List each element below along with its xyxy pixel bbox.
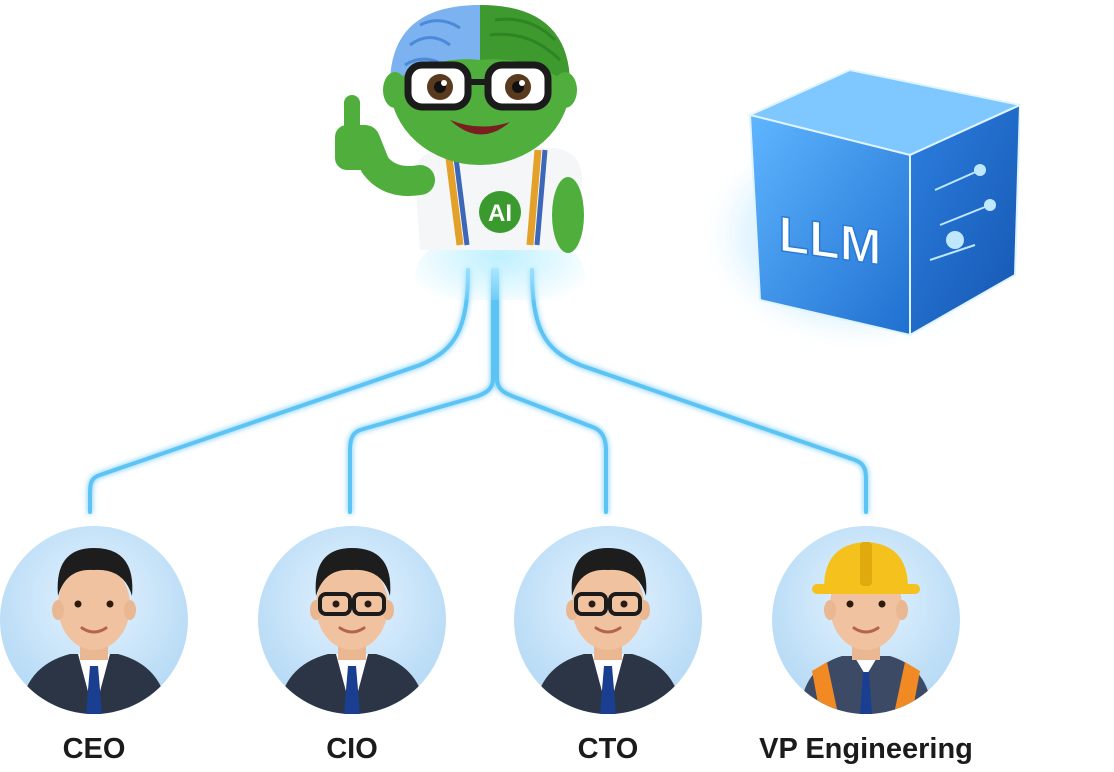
role-label-cto: CTO (577, 733, 639, 765)
ceo-portrait (20, 548, 168, 714)
avatar-ceo (0, 526, 188, 714)
role-label-ceo: CEO (62, 733, 126, 765)
ai-mascot: AI (335, 5, 585, 300)
avatar-vp-engineering (772, 526, 960, 714)
vp-engineering-portrait (800, 542, 932, 714)
avatar-cio (258, 526, 446, 714)
connector-cto (495, 268, 608, 514)
ai-badge-text: AI (488, 200, 512, 227)
role-label-cio: CIO (326, 733, 378, 765)
cio-portrait (278, 548, 426, 714)
connector-vp (530, 268, 868, 514)
cto-portrait (534, 548, 682, 714)
connector-ceo (88, 268, 470, 514)
role-label-vp-engineering: VP Engineering (759, 733, 973, 765)
avatar-cto (514, 526, 702, 714)
llm-cube: LLM (695, 68, 1020, 355)
connector-cio (348, 268, 495, 514)
